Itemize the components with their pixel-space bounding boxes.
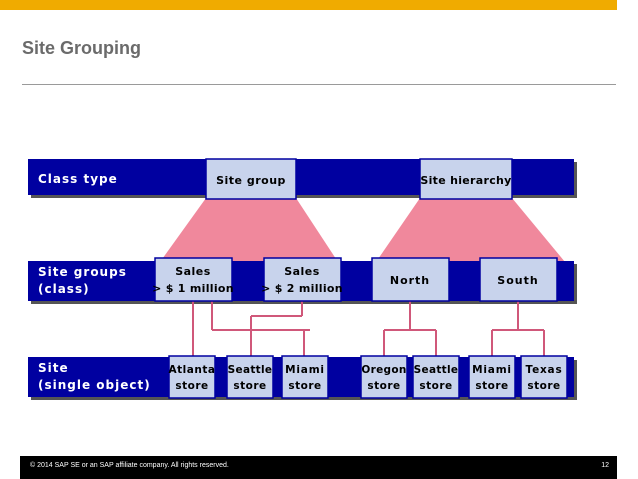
site-miami-1-line2: store [288,380,321,392]
site-miami-store-1: Miami store [281,355,329,399]
site-texas-line1: Texas [526,364,563,376]
copyright-text: © 2014 SAP SE or an SAP affiliate compan… [30,462,229,469]
band-label-site-groups-2: (class) [38,282,90,296]
page-number: 12 [601,462,609,469]
group-south-label: South [497,274,538,287]
band-label-site-2: (single object) [38,378,151,392]
brand-top-bar [0,0,617,10]
connectors-sales-1 [192,301,305,356]
site-miami-1-line1: Miami [285,364,325,376]
site-seattle-1-line2: store [233,380,266,392]
site-oregon-line2: store [367,380,400,392]
group-sales-1-million: Sales > $ 1 million [152,257,234,302]
band-label-class-type: Class type [38,172,118,186]
site-atlanta-store: Atlanta store [168,355,216,399]
group-sales-2-line1: Sales [284,265,320,278]
site-seattle-store-2: Seattle store [412,355,460,399]
group-sales-1-line2: > $ 1 million [152,282,234,295]
site-atlanta-line1: Atlanta [169,364,216,376]
funnel-site-group [160,198,338,262]
title-divider [22,84,616,85]
site-oregon-store: Oregon store [360,355,408,399]
site-miami-2-line2: store [475,380,508,392]
band-label-site-1: Site [38,361,69,375]
slide-footer: © 2014 SAP SE or an SAP affiliate compan… [20,456,617,479]
group-north-label: North [390,274,430,287]
band-label-site-groups-1: Site groups [38,265,127,279]
site-atlanta-line2: store [175,380,208,392]
group-sales-2-million: Sales > $ 2 million [261,257,343,302]
site-seattle-2-line1: Seattle [414,364,459,376]
site-seattle-store-1: Seattle store [226,355,274,399]
funnel-site-hierarchy [376,198,565,262]
site-seattle-2-line2: store [419,380,452,392]
class-type-site-group: Site group [205,158,297,200]
group-north: North [371,257,450,302]
site-texas-line2: store [527,380,560,392]
slide-title: Site Grouping [22,38,141,58]
connectors-south [491,301,545,356]
class-type-site-hierarchy-label: Site hierarchy [420,174,511,187]
site-texas-store: Texas store [520,355,568,399]
site-seattle-1-line1: Seattle [228,364,273,376]
site-oregon-line1: Oregon [361,364,406,376]
class-type-site-group-label: Site group [216,174,286,187]
connectors-north [383,301,437,356]
group-sales-1-line1: Sales [175,265,211,278]
site-miami-store-2: Miami store [468,355,516,399]
class-type-site-hierarchy: Site hierarchy [419,158,513,200]
connectors-sales-2 [250,301,303,356]
group-south: South [479,257,558,302]
site-miami-2-line1: Miami [472,364,512,376]
group-sales-2-line2: > $ 2 million [261,282,343,295]
